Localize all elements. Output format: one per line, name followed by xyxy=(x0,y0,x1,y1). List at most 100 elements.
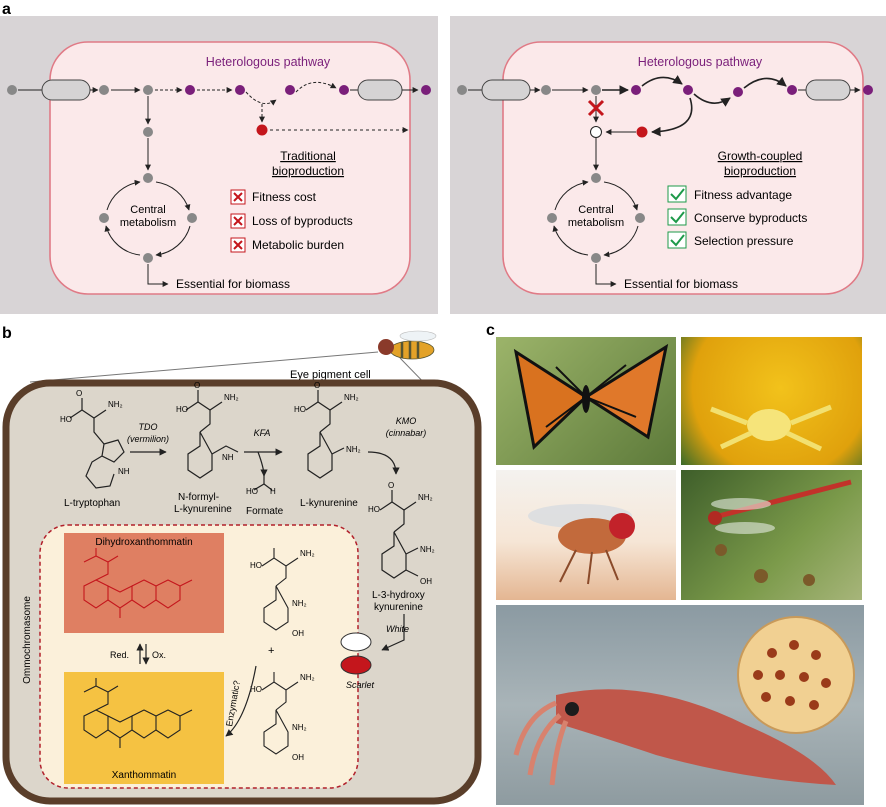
svg-text:NH₂: NH₂ xyxy=(292,599,307,608)
svg-text:NH₂: NH₂ xyxy=(346,445,361,454)
check-icon xyxy=(670,211,685,224)
ommochromasome-label: Ommochromasome xyxy=(22,596,33,684)
dihydro-structure xyxy=(83,548,193,618)
left-item-2-label: Metabolic burden xyxy=(252,238,344,252)
hk-label-1: L-3-hydroxy xyxy=(372,590,425,601)
block-cross-icon xyxy=(587,99,605,117)
left-item-0-label: Fitness cost xyxy=(252,190,317,204)
svg-text:NH: NH xyxy=(118,467,130,476)
kmo-gene: (cinnabar) xyxy=(386,428,427,438)
ox-label: Ox. xyxy=(152,650,166,660)
right-item-2-label: Selection pressure xyxy=(694,234,794,248)
left-transporter-in xyxy=(41,79,91,101)
svg-text:OH: OH xyxy=(420,577,432,586)
panel-a: a xyxy=(0,1,886,314)
left-mode-title-1: Traditional xyxy=(280,149,336,163)
red-label: Red. xyxy=(110,650,129,660)
kynurenine-structure xyxy=(305,390,345,479)
white-label: White xyxy=(386,624,409,634)
svg-text:H: H xyxy=(270,487,276,496)
cross-icon xyxy=(233,240,243,250)
right-central-label-1: Central xyxy=(578,204,613,216)
eye-cell-label: Eye pigment cell xyxy=(290,369,371,381)
right-pathway-title: Heterologous pathway xyxy=(638,55,763,69)
dihydro-box xyxy=(64,533,224,633)
hk-in-1 xyxy=(261,548,299,631)
svg-text:OH: OH xyxy=(292,629,304,638)
dragonfly-photo xyxy=(681,470,862,600)
hk-in-2 xyxy=(261,672,299,755)
svg-text:NH₂: NH₂ xyxy=(344,393,359,402)
formate-label: Formate xyxy=(246,506,284,517)
nfk-label-1: N-formyl- xyxy=(178,492,219,503)
left-item-2: Metabolic burden xyxy=(230,237,344,253)
svg-text:NH₂: NH₂ xyxy=(224,393,239,402)
svg-text:NH₂: NH₂ xyxy=(300,673,315,682)
check-icon xyxy=(670,234,685,247)
svg-text:HO: HO xyxy=(250,561,262,570)
bee-icon xyxy=(378,330,437,360)
right-biomass: Essential for biomass xyxy=(624,277,738,291)
formate-structure xyxy=(253,474,273,491)
right-mode-title-1: Growth-coupled xyxy=(718,149,803,163)
hk-label-2: kynurenine xyxy=(374,602,423,613)
kfa-label: KFA xyxy=(254,428,271,438)
svg-text:OH: OH xyxy=(292,753,304,762)
xantho-structure xyxy=(83,678,193,748)
panel-b: b Eye pigment cell Ommochromasome HO O N… xyxy=(2,325,482,805)
left-mode-title-2: bioproduction xyxy=(272,164,344,178)
svg-text:NH₂: NH₂ xyxy=(420,545,435,554)
svg-text:O: O xyxy=(314,381,320,390)
scarlet-label: Scarlet xyxy=(346,680,375,690)
svg-text:NH₂: NH₂ xyxy=(418,493,433,502)
svg-text:HO: HO xyxy=(246,487,258,496)
left-biomass: Essential for biomass xyxy=(176,277,290,291)
crab-spider-photo xyxy=(681,337,862,465)
svg-text:HO: HO xyxy=(294,405,306,414)
panel-a-left: Central metabolism Essential for biomass… xyxy=(0,16,438,314)
right-central-label-2: metabolism xyxy=(568,217,624,229)
tdo-label: TDO xyxy=(139,422,158,432)
left-cell xyxy=(49,41,411,295)
left-central-label-2: metabolism xyxy=(120,217,176,229)
tryptophan-label: L-tryptophan xyxy=(64,498,120,509)
left-central-label-1: Central xyxy=(130,204,165,216)
xantho-box xyxy=(64,672,224,784)
check-icon xyxy=(670,188,685,201)
right-item-0: Fitness advantage xyxy=(667,185,792,203)
panel-c-letter: c xyxy=(486,322,495,339)
svg-text:HO: HO xyxy=(368,505,380,514)
left-transporter-out xyxy=(357,79,403,101)
svg-text:NH₂: NH₂ xyxy=(292,723,307,732)
panel-a-letter: a xyxy=(2,1,11,18)
right-mode-title-2: bioproduction xyxy=(724,164,796,178)
nfk-label-2: L-kynurenine xyxy=(174,504,232,515)
svg-text:NH₂: NH₂ xyxy=(300,549,315,558)
left-item-1-label: Loss of byproducts xyxy=(252,214,353,228)
right-cell xyxy=(502,41,864,295)
white-transporter xyxy=(340,632,372,652)
hk-structure xyxy=(379,490,419,579)
svg-text:O: O xyxy=(76,389,82,398)
right-item-2: Selection pressure xyxy=(667,231,794,249)
svg-text:NH: NH xyxy=(222,453,234,462)
left-pathway-title: Heterologous pathway xyxy=(206,55,331,69)
kmo-label: KMO xyxy=(396,416,417,426)
tryptophan-structure xyxy=(69,398,125,489)
right-transporter-in xyxy=(481,79,531,101)
panel-a-right: Central metabolism Essential for biomass… xyxy=(450,16,886,314)
right-transporter-out xyxy=(805,79,851,101)
squid-photo xyxy=(496,605,864,805)
plus-sign: + xyxy=(268,645,274,657)
xantho-label: Xanthommatin xyxy=(112,770,176,781)
scarlet-transporter xyxy=(340,655,372,675)
nfk-structure xyxy=(185,390,239,479)
fruit-fly-photo xyxy=(496,470,676,600)
dihydro-label: Dihydroxanthommatin xyxy=(95,537,192,548)
svg-text:O: O xyxy=(194,381,200,390)
cross-icon xyxy=(233,216,243,226)
svg-text:HO: HO xyxy=(60,415,72,424)
right-item-0-label: Fitness advantage xyxy=(694,188,792,202)
tdo-gene: (vermilion) xyxy=(127,434,169,444)
left-item-0: Fitness cost xyxy=(230,189,317,205)
